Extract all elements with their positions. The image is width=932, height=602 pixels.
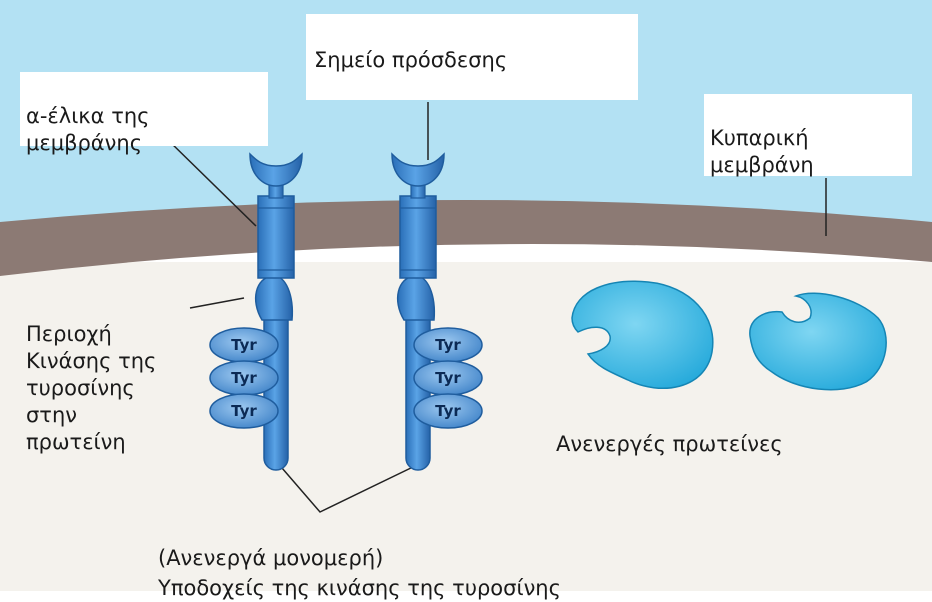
tyr-label: Tyr	[231, 369, 257, 387]
cell-membrane-label: Κυπαρική μεμβράνη	[704, 94, 912, 176]
tyr-label: Tyr	[231, 336, 257, 354]
binding-site-label: Σημείο πρόσδεσης	[306, 14, 638, 100]
tyr-label: Tyr	[435, 369, 461, 387]
membrane-helix-label: α-έλικα της μεμβράνης	[20, 72, 268, 146]
kinase-region-label: Περιοχή Κινάσης της τυροσίνης στην πρωτε…	[26, 294, 196, 456]
tyr-label: Tyr	[435, 336, 461, 354]
receptors-label: Υποδοχείς της κινάσης της τυροσίνης	[158, 548, 718, 602]
tyr-label: Tyr	[231, 402, 257, 420]
tyr-label: Tyr	[435, 402, 461, 420]
inactive-proteins-label: Ανενεργές πρωτείνες	[556, 404, 856, 458]
